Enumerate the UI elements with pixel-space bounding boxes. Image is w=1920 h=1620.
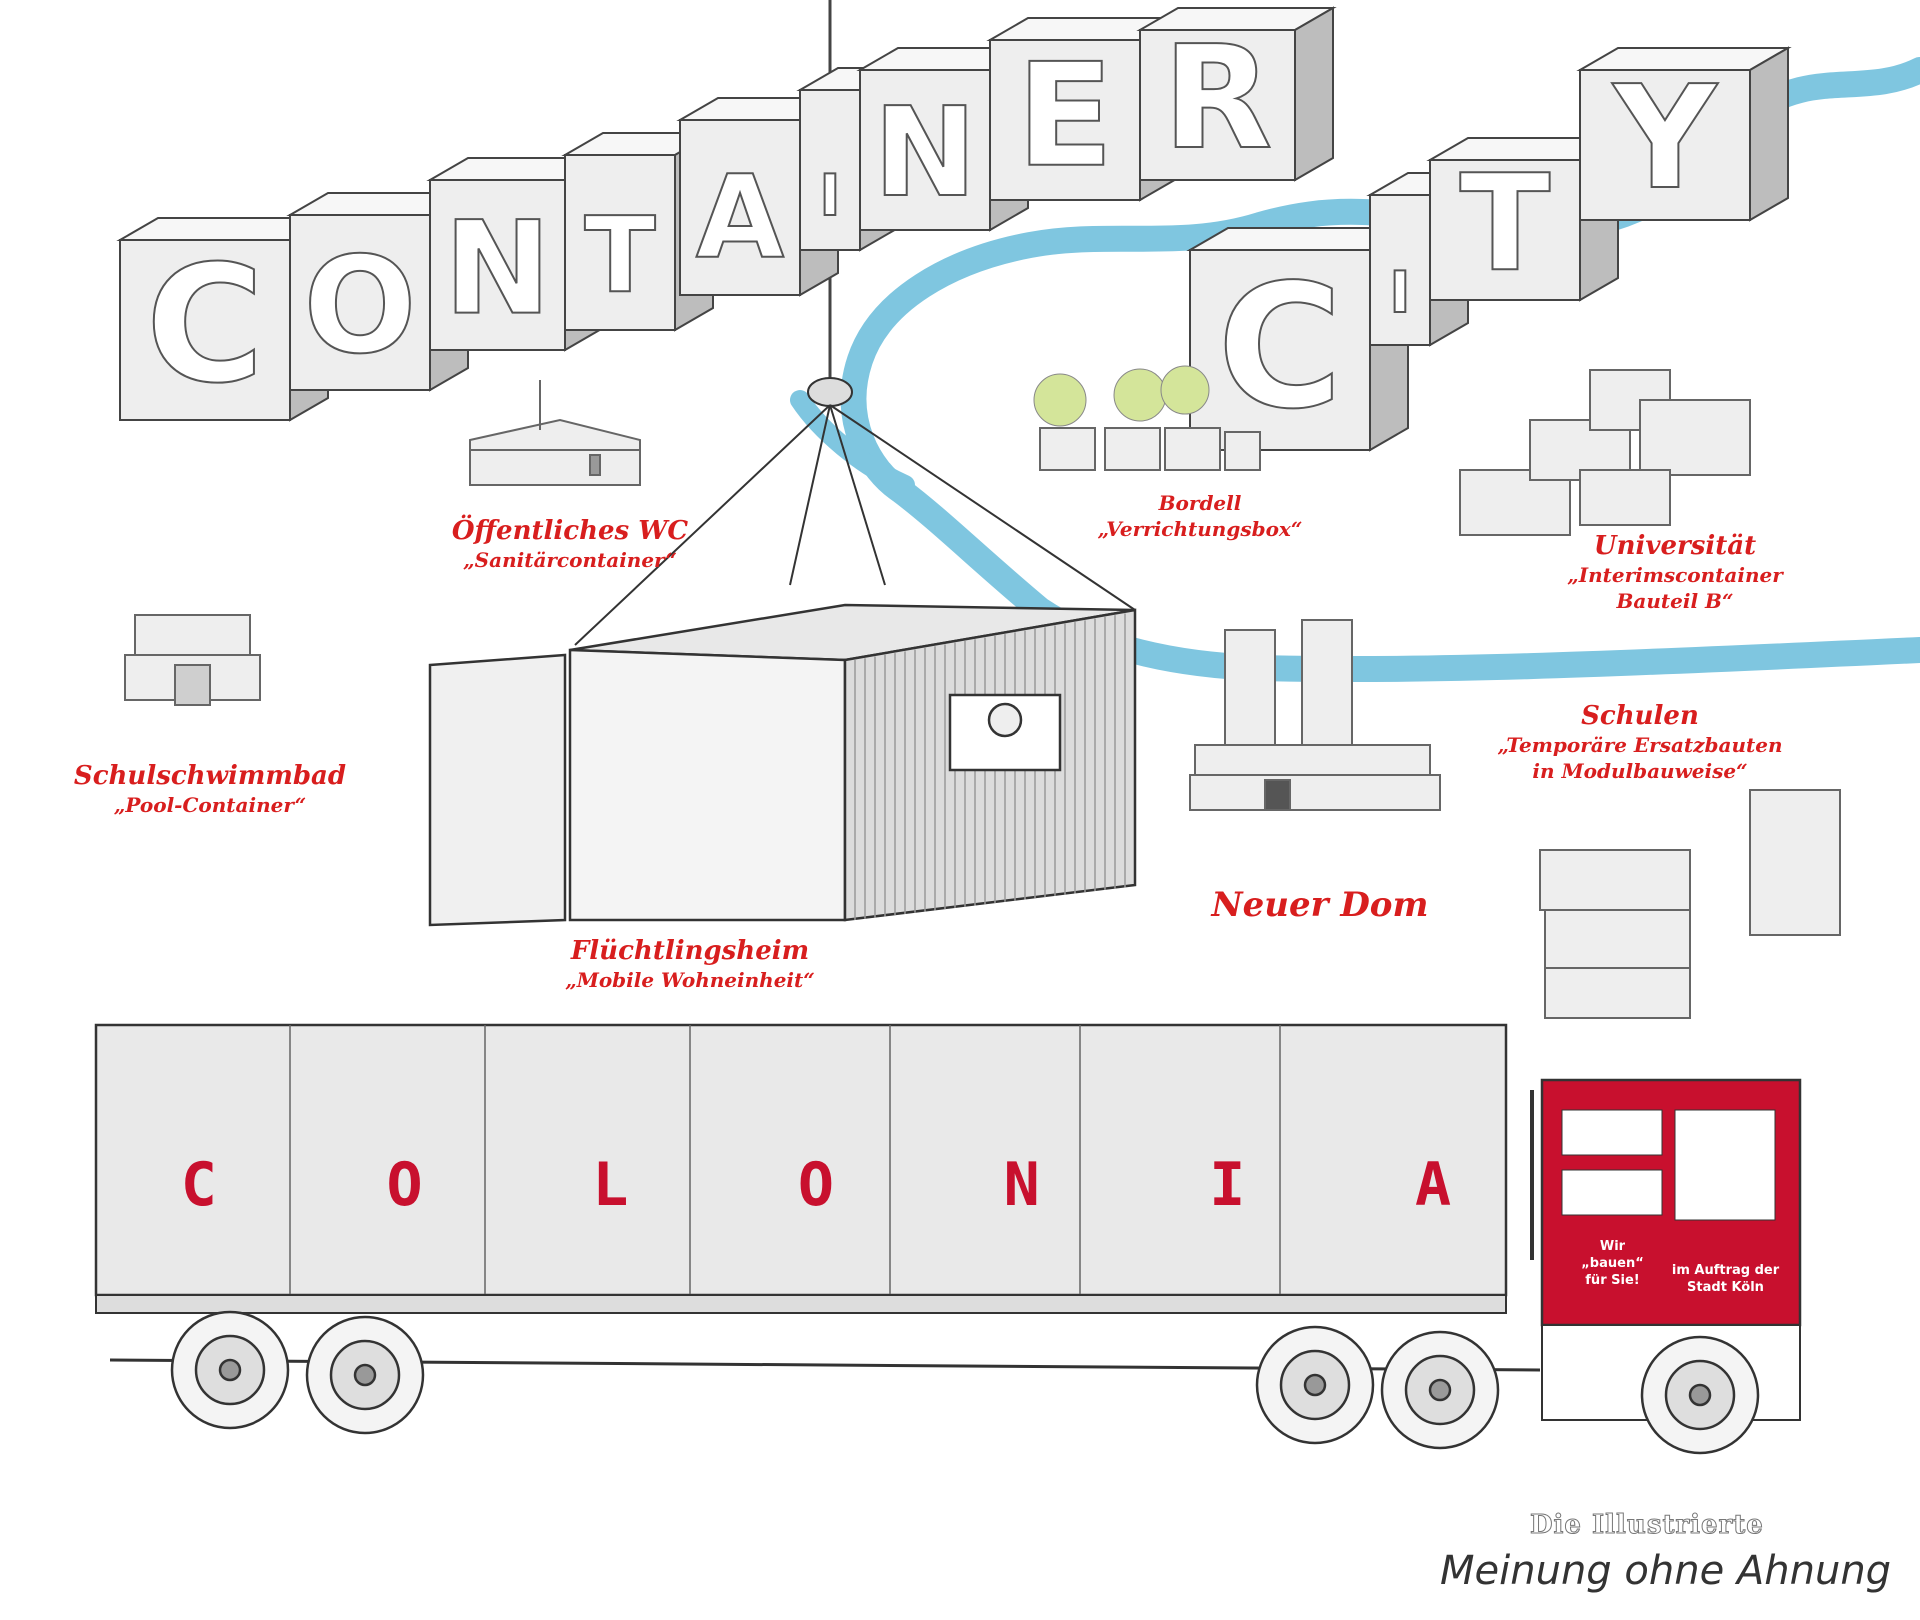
svg-text:A: A [696, 151, 784, 284]
brothel-subtitle: „Verrichtungsbox“ [1097, 517, 1303, 541]
toilet-sketch [469, 380, 641, 486]
cab-door-line: für Sie! [1585, 1273, 1640, 1288]
truck [94, 1023, 1802, 1455]
trailer-letter: N [1003, 1150, 1040, 1220]
cathedral-label: Neuer Dom [1170, 885, 1470, 925]
cab-side-line: im Auftrag der [1671, 1263, 1780, 1278]
brothel-sketch [1033, 365, 1261, 471]
svg-text:C: C [146, 231, 265, 419]
university-title: Universität [1593, 531, 1757, 561]
cathedral-sketch [1189, 619, 1441, 811]
title-letter: C [1186, 226, 1412, 452]
refugee-subtitle: „Mobile Wohneinheit“ [565, 968, 815, 992]
svg-text:E: E [1016, 33, 1113, 199]
university-subtitle-2: Bauteil B“ [1616, 589, 1734, 613]
trailer-letter: A [1415, 1150, 1452, 1220]
cab-side-line: Stadt Köln [1687, 1280, 1764, 1295]
svg-text:T: T [1460, 147, 1551, 301]
title-letter: R [1136, 6, 1337, 182]
svg-text:O: O [303, 230, 416, 384]
refugee-title: Flüchtlingsheim [570, 936, 810, 966]
refugee-label: Flüchtlingsheim „Mobile Wohneinheit“ [520, 935, 860, 993]
trailer-lettering: C O L O N I A [96, 1150, 1536, 1220]
toilet-label: Öffentliches WC „Sanitärcontainer“ [440, 515, 700, 573]
toilet-subtitle: „Sanitärcontainer“ [463, 548, 677, 572]
brothel-title: Bordell [1158, 491, 1242, 515]
svg-text:N: N [873, 81, 976, 225]
trailer-letter: O [386, 1150, 423, 1220]
toilet-title: Öffentliches WC [451, 516, 689, 546]
cab-door-line: „bauen“ [1581, 1256, 1644, 1271]
pool-label: Schulschwimmbad „Pool-Container“ [60, 760, 360, 818]
schools-label: Schulen „Temporäre Ersatzbauten in Modul… [1470, 700, 1810, 784]
pool-title: Schulschwimmbad [73, 761, 347, 791]
university-sketch [1459, 369, 1751, 536]
cathedral-title: Neuer Dom [1211, 885, 1429, 925]
trailer-letter: L [592, 1150, 629, 1220]
brothel-label: Bordell „Verrichtungsbox“ [1085, 490, 1315, 542]
svg-text:I: I [1389, 260, 1410, 326]
pool-sketch [124, 614, 261, 706]
svg-text:I: I [819, 163, 840, 229]
title-letter: Y [1576, 46, 1792, 222]
svg-text:N: N [444, 195, 551, 344]
university-label: Universität „Interimscontainer Bauteil B… [1530, 530, 1820, 614]
cab-door-text: Wir „bauen“ für Sie! [1565, 1238, 1660, 1289]
trailer-letter: C [180, 1150, 217, 1220]
svg-text:Y: Y [1611, 55, 1718, 221]
schools-subtitle-1: „Temporäre Ersatzbauten [1497, 733, 1783, 757]
cab-door-line: Wir [1599, 1239, 1626, 1254]
trailer-letter: I [1209, 1150, 1246, 1220]
schools-subtitle-2: in Modulbauweise“ [1532, 759, 1748, 783]
trailer-letter: O [797, 1150, 835, 1220]
magazine-logo: Die Illustrierte [1530, 1510, 1764, 1541]
pool-subtitle: „Pool-Container“ [113, 793, 307, 817]
svg-text:R: R [1163, 15, 1273, 181]
svg-text:C: C [1217, 248, 1343, 447]
university-subtitle-1: „Interimscontainer [1567, 563, 1783, 587]
schools-title: Schulen [1581, 701, 1699, 731]
svg-text:T: T [584, 195, 655, 317]
tagline: Meinung ohne Ahnung [1440, 1548, 1892, 1594]
schools-sketch [1539, 789, 1841, 1019]
cab-side-text: im Auftrag der Stadt Köln [1668, 1262, 1783, 1296]
refugee-container [428, 603, 1137, 927]
